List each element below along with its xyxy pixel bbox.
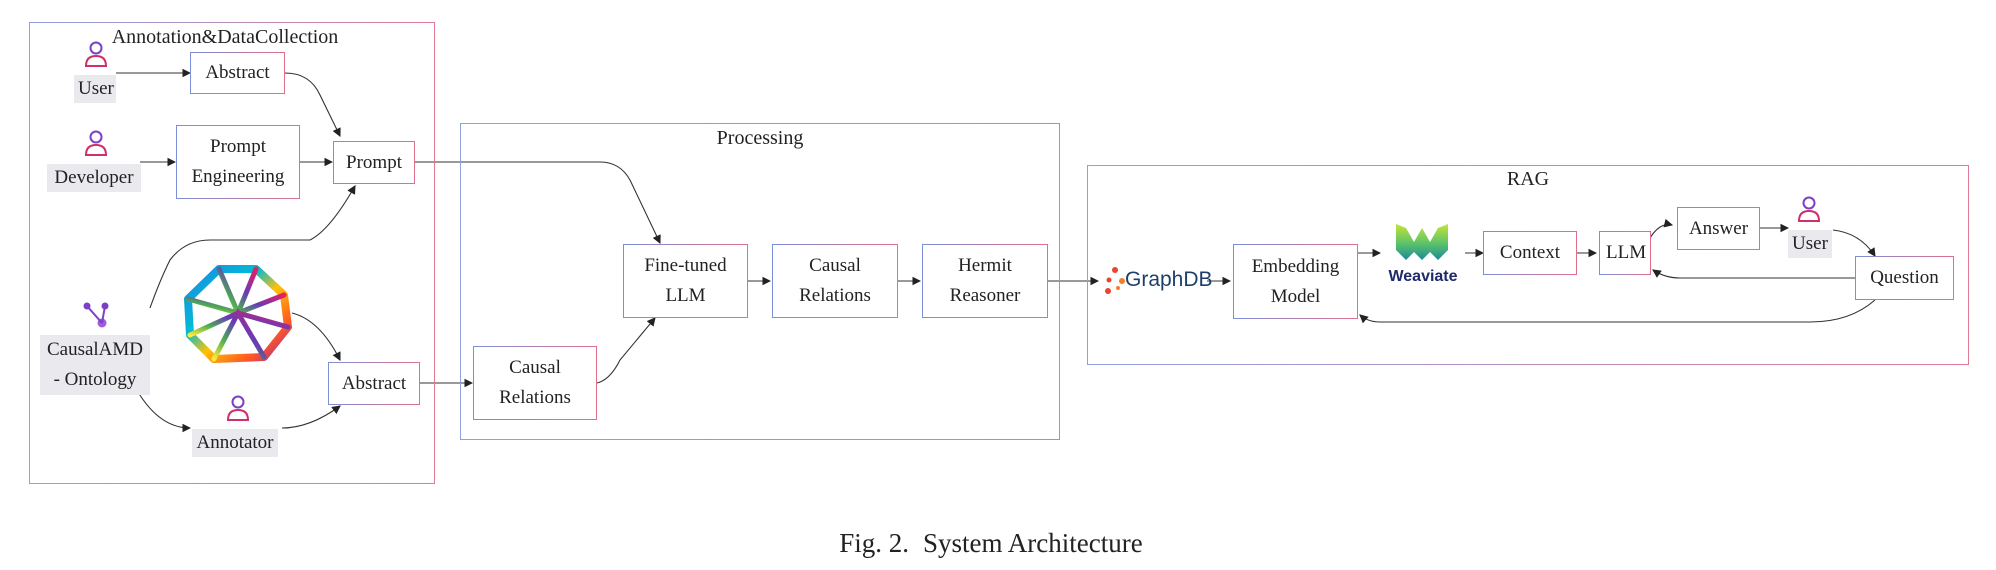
graphdb-logo-icon — [1105, 267, 1125, 294]
llm-box: LLM — [1599, 231, 1651, 275]
user-person-icon — [84, 41, 108, 67]
question-box: Question — [1855, 256, 1954, 300]
rag-group-title: RAG — [1506, 168, 1550, 190]
graphdb-label: GraphDB — [1125, 268, 1213, 291]
causal-relations-output-box: Causal Relations — [772, 244, 898, 318]
developer-label: Developer — [47, 164, 141, 192]
figure-caption-text: System Architecture — [923, 528, 1143, 558]
developer-person-icon — [84, 130, 108, 156]
ontology-polyhedron-logo — [184, 265, 292, 363]
rag-user-label: User — [1788, 230, 1832, 258]
context-box: Context — [1483, 231, 1577, 275]
annotation-group-title: Annotation&DataCollection — [111, 26, 339, 48]
figure-caption: Fig. 2. System Architecture — [0, 528, 1996, 559]
figure-caption-label: Fig. 2. — [839, 528, 910, 558]
abstract-box-top: Abstract — [190, 52, 285, 94]
weaviate-logo-icon — [1396, 224, 1448, 260]
weaviate-label: Weaviate — [1388, 268, 1458, 285]
embedding-model-box: Embedding Model — [1233, 244, 1358, 319]
answer-box: Answer — [1677, 207, 1760, 250]
finetuned-llm-box: Fine-tuned LLM — [623, 244, 748, 318]
user-label: User — [74, 75, 116, 103]
ontology-share-icon — [83, 302, 109, 328]
prompt-engineering-box: Prompt Engineering — [176, 125, 300, 199]
hermit-reasoner-box: Hermit Reasoner — [922, 244, 1048, 318]
prompt-box: Prompt — [333, 141, 415, 184]
processing-group-title: Processing — [716, 127, 804, 149]
abstract-box-bottom: Abstract — [328, 362, 420, 405]
annotator-person-icon — [226, 395, 250, 421]
annotator-label: Annotator — [192, 429, 278, 457]
causalamd-ontology-label: CausalAMD - Ontology — [40, 335, 150, 395]
causal-relations-input-box: Causal Relations — [473, 346, 597, 420]
user-rag-person-icon — [1797, 196, 1821, 222]
